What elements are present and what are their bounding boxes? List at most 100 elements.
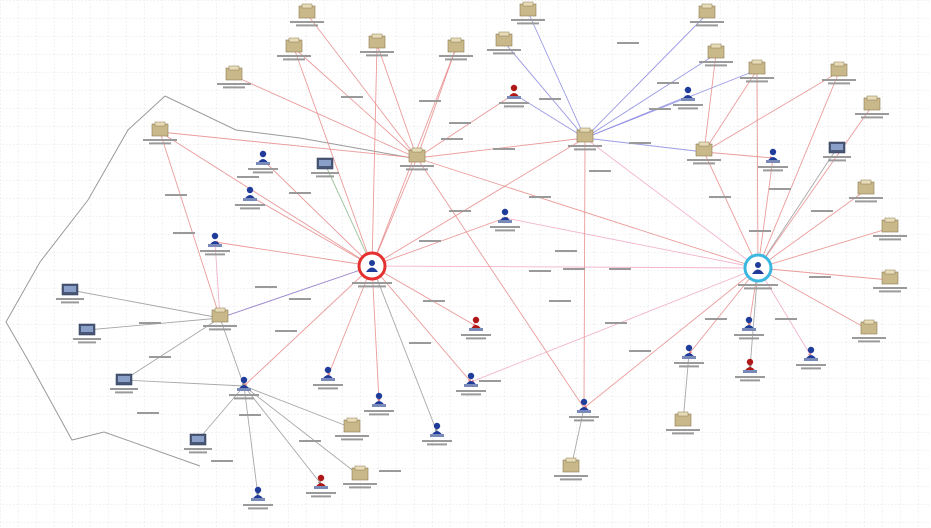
- node-label-placeholder: [406, 168, 428, 171]
- person-icon[interactable]: [235, 186, 265, 210]
- document-icon[interactable]: [740, 59, 774, 83]
- node-label-placeholder: [849, 197, 883, 199]
- node-label-placeholder: [243, 504, 273, 506]
- person-icon[interactable]: [796, 346, 826, 370]
- document-icon[interactable]: [554, 457, 588, 481]
- document-icon[interactable]: [217, 65, 251, 89]
- document-icon[interactable]: [335, 417, 369, 441]
- node-label-placeholder: [229, 394, 259, 396]
- person-icon[interactable]: [499, 84, 529, 108]
- edge-label-placeholder: [239, 414, 261, 416]
- node-label-placeholder: [235, 204, 265, 206]
- edge-label-placeholder: [299, 440, 321, 442]
- graph-edge: [757, 189, 867, 269]
- graph-edge: [470, 267, 759, 383]
- node-label-placeholder: [343, 483, 377, 485]
- node-label-placeholder: [569, 416, 599, 418]
- node-label-placeholder: [352, 282, 392, 284]
- document-icon[interactable]: [852, 319, 886, 343]
- document-icon[interactable]: [290, 3, 324, 27]
- node-label-placeholder: [822, 79, 856, 81]
- graph-edge: [584, 53, 717, 139]
- graph-edge: [703, 71, 840, 153]
- document-icon[interactable]: [666, 411, 700, 435]
- person-icon[interactable]: [422, 422, 452, 446]
- graph-edge: [306, 13, 418, 159]
- node-label-placeholder: [316, 175, 334, 178]
- person-icon[interactable]: [569, 398, 599, 422]
- person-icon[interactable]: [243, 486, 273, 510]
- graph-edge: [249, 195, 373, 267]
- graph-edge: [681, 353, 690, 423]
- computer-icon[interactable]: [184, 433, 212, 454]
- graph-edge: [371, 265, 438, 433]
- node-label-placeholder: [490, 226, 520, 228]
- hub-user-icon[interactable]: [352, 251, 392, 288]
- node-label-placeholder: [173, 232, 195, 234]
- document-icon[interactable]: [360, 33, 394, 57]
- node-label-placeholder: [705, 64, 727, 67]
- node-label-placeholder: [466, 337, 486, 340]
- document-icon[interactable]: [849, 179, 883, 203]
- person-icon[interactable]: [490, 208, 520, 232]
- edge-label-placeholder: [769, 188, 791, 190]
- hub-user-icon[interactable]: [738, 253, 778, 290]
- graph-edge: [703, 53, 718, 153]
- person-icon[interactable]: [306, 474, 336, 498]
- person-icon[interactable]: [758, 148, 788, 172]
- node-label-placeholder: [740, 77, 774, 79]
- document-icon[interactable]: [511, 1, 545, 25]
- person-icon[interactable]: [735, 358, 765, 382]
- node-label-placeholder: [855, 113, 889, 115]
- document-icon[interactable]: [822, 61, 856, 85]
- person-icon[interactable]: [456, 372, 486, 396]
- computer-icon[interactable]: [73, 323, 101, 344]
- person-icon[interactable]: [673, 86, 703, 110]
- graph-edge: [757, 267, 870, 331]
- node-label-placeholder: [78, 341, 96, 344]
- graph-edge: [416, 93, 515, 159]
- document-icon[interactable]: [203, 307, 237, 331]
- edge-label-placeholder: [289, 298, 311, 300]
- document-icon[interactable]: [855, 95, 889, 119]
- node-label-placeholder: [769, 188, 791, 190]
- node-label-placeholder: [693, 162, 715, 165]
- edge-label-placeholder: [237, 176, 259, 178]
- person-icon[interactable]: [461, 316, 491, 340]
- node-label-placeholder: [529, 270, 551, 272]
- document-icon[interactable]: [690, 3, 724, 27]
- document-icon[interactable]: [487, 31, 521, 55]
- node-label-placeholder: [801, 367, 821, 370]
- person-icon[interactable]: [248, 150, 278, 174]
- document-icon[interactable]: [277, 37, 311, 61]
- computer-icon[interactable]: [311, 157, 339, 178]
- node-label-placeholder: [211, 460, 233, 462]
- document-icon[interactable]: [873, 269, 907, 293]
- person-icon[interactable]: [674, 344, 704, 368]
- node-label-placeholder: [811, 210, 833, 212]
- document-icon[interactable]: [400, 147, 434, 171]
- person-icon[interactable]: [200, 232, 230, 256]
- computer-icon[interactable]: [823, 141, 851, 162]
- person-icon[interactable]: [313, 366, 343, 390]
- node-label-placeholder: [379, 470, 401, 472]
- document-icon[interactable]: [143, 121, 177, 145]
- computer-icon[interactable]: [110, 373, 138, 394]
- person-icon[interactable]: [734, 316, 764, 340]
- document-icon[interactable]: [439, 37, 473, 61]
- document-icon[interactable]: [343, 465, 377, 489]
- node-label-placeholder: [504, 105, 524, 108]
- document-icon[interactable]: [699, 43, 733, 67]
- document-icon[interactable]: [873, 217, 907, 241]
- node-label-placeholder: [739, 337, 759, 340]
- edge-label-placeholder: [775, 318, 797, 320]
- document-icon[interactable]: [687, 141, 721, 165]
- person-icon[interactable]: [364, 392, 394, 416]
- edge-label-placeholder: [479, 380, 501, 382]
- node-label-placeholder: [115, 391, 133, 394]
- computer-icon[interactable]: [56, 283, 84, 304]
- document-icon[interactable]: [568, 127, 602, 151]
- person-icon[interactable]: [229, 376, 259, 400]
